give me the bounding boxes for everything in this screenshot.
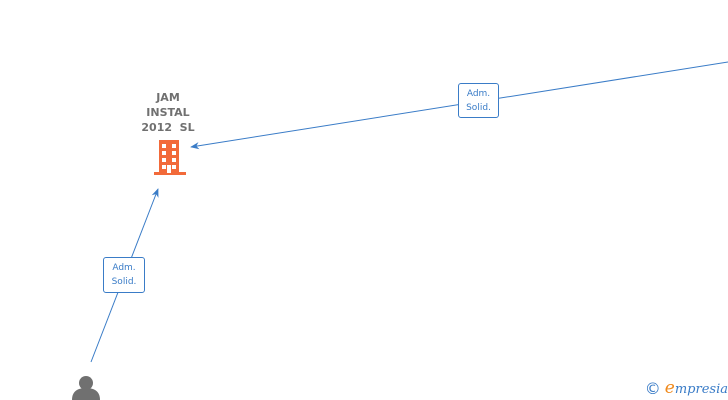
person-icon[interactable]: [70, 375, 102, 400]
company-name-line-1: JAM: [156, 91, 180, 104]
company-name-line-3: 2012 SL: [141, 121, 195, 134]
brand-rest: mpresia: [674, 382, 728, 397]
edge-label-top-line-1: Adm.: [466, 89, 491, 99]
building-icon[interactable]: [154, 140, 186, 176]
company-name-line-2: INSTAL: [146, 106, 190, 119]
brand-logo[interactable]: empresia: [665, 378, 728, 398]
edge-label-left-line-2: Solid.: [111, 277, 137, 287]
edge-label-left-line-1: Adm.: [112, 263, 136, 273]
edge-label-top: Adm. Solid.: [458, 83, 499, 118]
footer-brand: © empresia: [645, 378, 728, 398]
edge-label-left: Adm. Solid.: [103, 257, 145, 293]
company-name[interactable]: JAM INSTAL 2012 SL: [128, 90, 208, 135]
copyright-icon: ©: [644, 378, 661, 398]
edge-label-top-line-2: Solid.: [466, 103, 491, 113]
brand-initial: e: [664, 378, 675, 398]
